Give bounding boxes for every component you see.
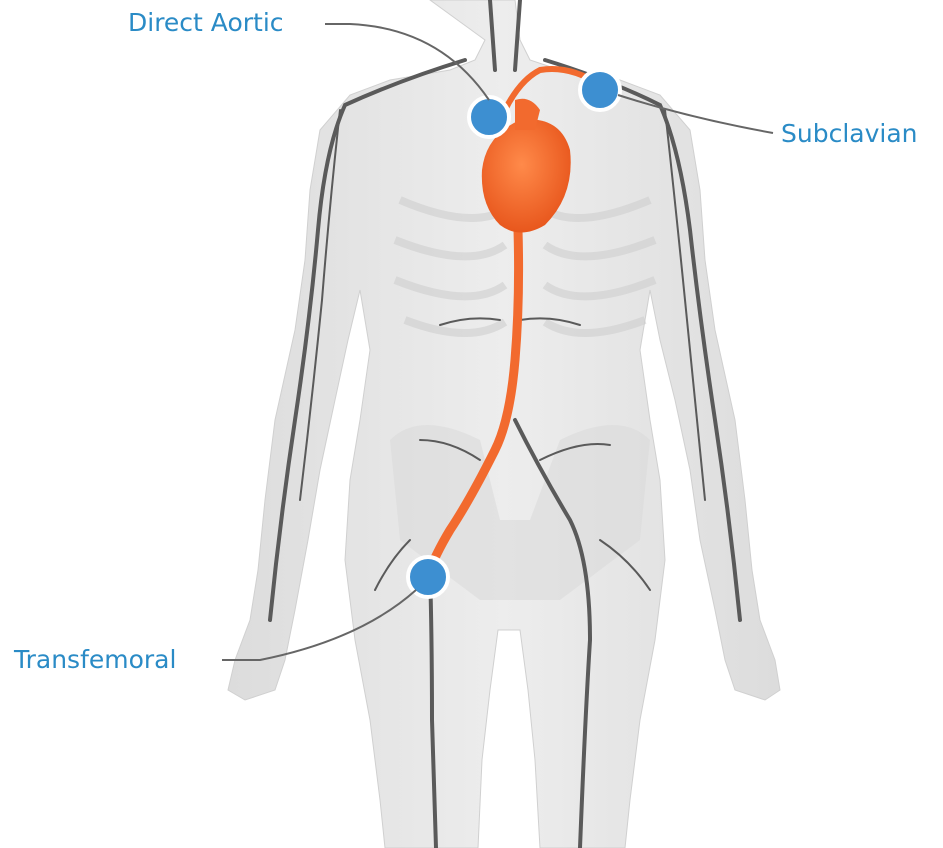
label-transfemoral: Transfemoral [14,647,176,672]
access-marker-subclavian [580,70,620,110]
access-marker-direct-aortic [469,97,509,137]
label-subclavian: Subclavian [781,121,918,146]
label-direct-aortic: Direct Aortic [128,10,284,35]
